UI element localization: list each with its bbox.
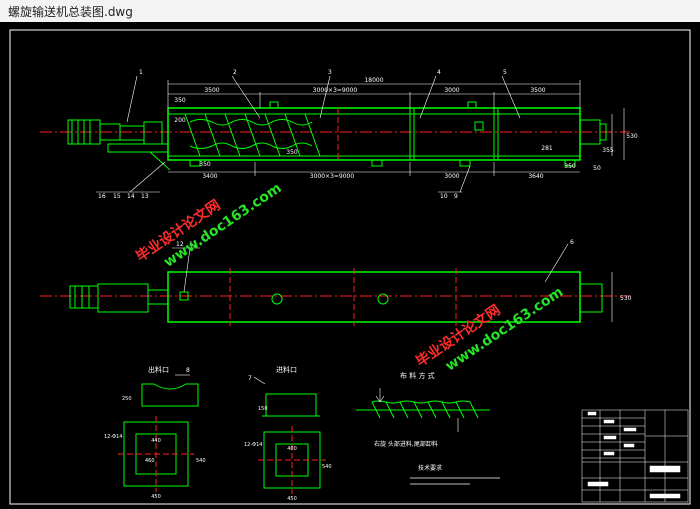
balloon-2: 2 (233, 69, 237, 76)
window-titlebar: 螺旋输送机总装图.dwg (0, 0, 700, 23)
inlet-detail: 进料口 7 150 12-Φ14 400 450 540 (244, 365, 332, 502)
drawing-viewport[interactable]: 18000 3500 3000×3=9000 3000 3500 3400 30… (0, 22, 700, 509)
dim-misc-9: 530 (626, 133, 638, 140)
balloon-11: 11 (189, 241, 197, 248)
dim-total: 18000 (364, 77, 383, 84)
outlet-dim-1: 440 (151, 438, 161, 444)
balloon-6: 6 (570, 239, 574, 246)
dim-misc-1: 350 (199, 161, 211, 168)
dim-bottom-4: 3640 (528, 173, 543, 180)
balloon-3: 3 (328, 69, 332, 76)
trough-body (167, 107, 581, 161)
dim-bottom-2: 3000×3=9000 (310, 173, 355, 180)
watermark-left: 毕业设计论文网 www.doc163.com (133, 180, 285, 271)
dim-top-3: 3000 (444, 87, 459, 94)
inlet-dim-3: 540 (322, 464, 332, 470)
dim-misc-3: 350 (564, 163, 576, 170)
balloon-5: 5 (503, 69, 507, 76)
balloon-7: 7 (248, 375, 252, 382)
dim-misc-2: 350 (174, 97, 186, 104)
motor-base (107, 143, 169, 153)
arrangement-sketch: 布 料 方 式 右旋 头部进料,尾部卸料 (356, 371, 490, 448)
elevation-dimensions (167, 80, 625, 176)
dim-bottom-1: 3400 (202, 173, 217, 180)
outlet-bolts: 12-Φ14 (104, 434, 122, 440)
outlet-elevation (141, 383, 199, 407)
dim-misc-5: 281 (541, 145, 553, 152)
balloon-13: 13 (141, 193, 149, 200)
inlet-elevation (265, 393, 317, 417)
dim-bottom-3: 3000 (444, 173, 459, 180)
title-block (581, 409, 689, 503)
elevation-view: 18000 3500 3000×3=9000 3000 3500 3400 30… (40, 69, 638, 200)
inlet-dim-4: 150 (258, 406, 268, 412)
balloon-16: 16 (98, 193, 106, 200)
balloon-10: 10 (440, 193, 448, 200)
inlet-dim-2: 450 (287, 496, 297, 502)
gear-reducer (119, 125, 145, 141)
outlet-dim-3: 460 (145, 458, 155, 464)
arrangement-note: 右旋 头部进料,尾部卸料 (374, 440, 438, 448)
inlet-dim-1: 400 (287, 446, 297, 452)
inlet-title: 进料口 (276, 365, 297, 374)
balloon-8: 8 (186, 367, 190, 374)
inlet-bolts: 12-Φ14 (244, 442, 262, 448)
dim-misc-4: 200 (174, 117, 186, 124)
outlet-dim-2: 450 (151, 494, 161, 500)
drawing-frame (9, 29, 691, 505)
dim-top-2: 3000×3=9000 (313, 87, 358, 94)
balloon-15: 15 (113, 193, 121, 200)
dim-top-4: 3500 (530, 87, 545, 94)
outlet-title: 出料口 (148, 365, 169, 374)
balloon-14: 14 (127, 193, 135, 200)
dim-misc-8: 350 (286, 149, 298, 156)
dim-misc-6: 355 (602, 147, 614, 154)
outlet-dim-4: 540 (196, 458, 206, 464)
dim-misc-7: 50 (593, 165, 601, 172)
balloon-12: 12 (176, 241, 184, 248)
dim-top-1: 3500 (204, 87, 219, 94)
outlet-detail: 出料口 8 12-Φ14 440 450 460 540 250 (104, 365, 206, 500)
arrangement-title: 布 料 方 式 (400, 371, 435, 380)
watermark-right: 毕业设计论文网 www.doc163.com (413, 284, 567, 375)
tech-req-title: 技术要求 (418, 464, 442, 472)
window-title: 螺旋输送机总装图.dwg (8, 5, 133, 19)
balloon-9: 9 (454, 193, 458, 200)
balloon-4: 4 (437, 69, 441, 76)
tech-requirements: 技术要求 (410, 464, 500, 485)
plan-view: 530 12 11 6 (40, 239, 632, 326)
outlet-dim-5: 250 (122, 396, 132, 402)
cad-drawing[interactable]: 18000 3500 3000×3=9000 3000 3500 3400 30… (0, 22, 700, 509)
balloon-1: 1 (139, 69, 143, 76)
screw-flights (184, 113, 321, 157)
dim-plan: 530 (620, 295, 632, 302)
